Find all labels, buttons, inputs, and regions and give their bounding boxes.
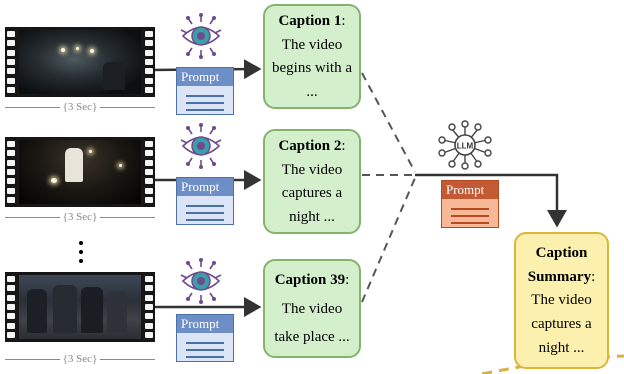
video-clip-39 [5, 272, 155, 342]
arrow-llm-to-summary [415, 173, 567, 228]
caption-text-line: The video [281, 36, 343, 53]
duration-label: {3 Sec} [62, 211, 98, 223]
summary-title-line1: Caption [535, 244, 588, 261]
vision-model-eye-icon [180, 258, 222, 304]
duration-label: {3 Sec} [62, 353, 98, 365]
ellipsis-dots [79, 241, 85, 263]
llm-network-icon: LLM [438, 120, 492, 170]
prompt-label: Prompt [177, 68, 233, 86]
prompt-label: Prompt [177, 315, 233, 333]
caption-text-line: The video [281, 161, 343, 178]
clip-duration-1: {3 Sec} [5, 100, 156, 114]
caption-summary-box: Caption Summary: The video captures a ni… [514, 232, 609, 369]
prompt-document: Prompt [176, 177, 234, 225]
caption-title: Caption 2 [278, 137, 342, 154]
caption-text-line: night ... [289, 209, 335, 226]
caption-text-line: begins with a [272, 60, 352, 77]
dashed-link-caption1 [361, 72, 416, 173]
caption-text-line: take place ... [274, 328, 350, 345]
video-clip-2 [5, 137, 155, 207]
vision-model-eye-icon [180, 123, 222, 169]
prompt-label: Prompt [442, 181, 498, 199]
dashed-link-caption39 [361, 177, 416, 303]
llm-prompt-document: Prompt [441, 180, 499, 228]
caption-box-39: Caption 39: The video take place ... [263, 259, 361, 358]
caption-text-line: captures a [281, 185, 343, 202]
caption-box-1: Caption 1: The video begins with a ... [263, 4, 361, 109]
prompt-label: Prompt [177, 178, 233, 196]
prompt-document: Prompt [176, 314, 234, 362]
clip-duration-2: {3 Sec} [5, 210, 156, 224]
summary-text-line: The video [531, 292, 592, 309]
caption-text-line: The video [281, 300, 343, 317]
caption-box-2: Caption 2: The video captures a night ..… [263, 129, 361, 234]
summary-text-line: captures a [531, 316, 592, 333]
caption-title: Caption 39 [274, 272, 346, 289]
llm-icon-text: LLM [457, 142, 474, 151]
duration-label: {3 Sec} [62, 101, 98, 113]
clip-duration-39: {3 Sec} [5, 352, 156, 366]
caption-title: Caption 1 [278, 12, 342, 29]
summary-text-line: night ... [538, 340, 585, 357]
video-clip-1 [5, 27, 155, 97]
prompt-document: Prompt [176, 67, 234, 115]
caption-text-line: ... [306, 84, 318, 101]
vision-model-eye-icon [180, 13, 222, 59]
summary-title-line2: Summary [527, 268, 592, 285]
